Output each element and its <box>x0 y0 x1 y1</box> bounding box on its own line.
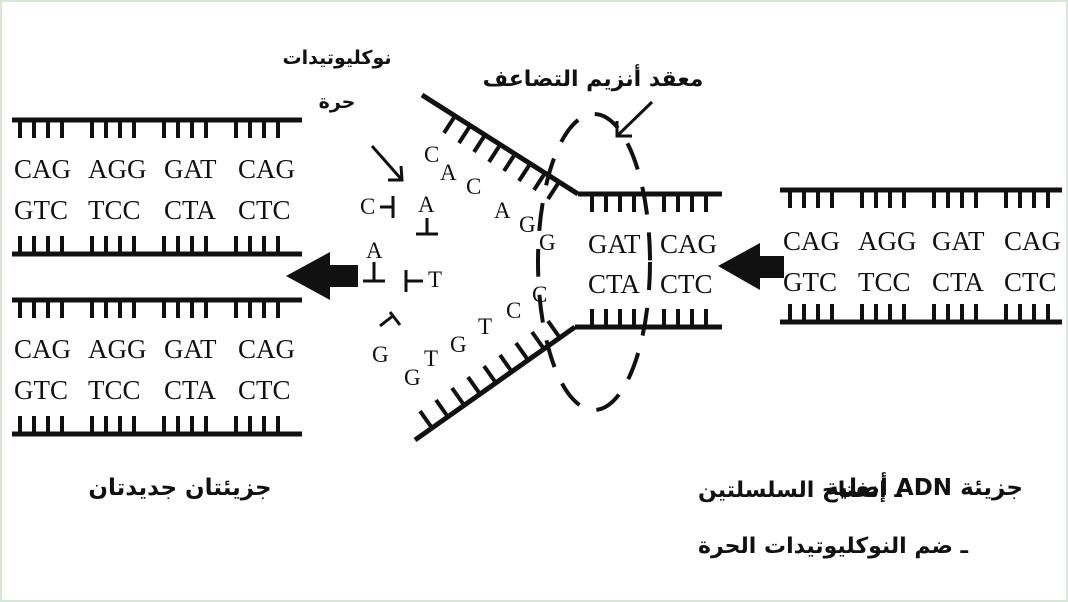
codon: GAT <box>164 334 217 364</box>
replication-fork: GAT CAG CTA CTC C A C A G G G G T G T C … <box>360 92 722 443</box>
step-opening-label: ـ إنفتاح السلسلتين <box>698 478 902 503</box>
original-dna-molecule: CAG AGG GAT CAG GTC TCC CTA CTC <box>780 187 1062 325</box>
base: A <box>494 198 511 223</box>
right-arrow-icon <box>718 243 784 290</box>
codon: CAG <box>14 334 71 364</box>
codon: CTC <box>1004 267 1057 297</box>
free-nucleotides-label: نوكليوتيدات <box>283 47 392 69</box>
codon: GTC <box>14 375 68 405</box>
codon: GTC <box>14 195 68 225</box>
original-molecule-label: جزيئة ADN أصلية <box>825 471 1023 501</box>
step-joining-label: ـ ضم النوكليوتيدات الحرة <box>698 534 969 559</box>
codon: AGG <box>858 226 917 256</box>
base: C <box>466 174 481 199</box>
free-nucleotides-label: حرة <box>319 91 356 113</box>
free-nucleotide: C <box>360 194 375 219</box>
free-nucleotide: T <box>428 267 442 292</box>
codon: CTA <box>932 267 984 297</box>
codon: GAT <box>588 229 641 259</box>
new-dna-molecule-1: CAG AGG GAT CAG GTC TCC CTA CTC <box>12 117 302 257</box>
base: G <box>450 332 467 357</box>
codon: TCC <box>88 375 141 405</box>
enzyme-complex-label: معقد أنزيم التضاعف <box>483 63 704 92</box>
codon: CAG <box>783 226 840 256</box>
base: G <box>539 230 556 255</box>
free-nucleotides-pointer-arrow-icon <box>370 145 404 182</box>
codon: CAG <box>660 229 717 259</box>
codon: TCC <box>88 195 141 225</box>
codon: GTC <box>783 267 837 297</box>
base: C <box>506 298 521 323</box>
base: C <box>424 142 439 167</box>
free-nucleotide: A <box>366 238 383 263</box>
enzyme-pointer-arrow-icon <box>615 100 654 138</box>
codon: CAG <box>238 334 295 364</box>
codon: GAT <box>932 226 985 256</box>
codon: CTC <box>238 195 291 225</box>
codon: CAG <box>14 154 71 184</box>
base: G <box>372 342 389 367</box>
base: T <box>424 346 438 371</box>
codon: AGG <box>88 154 147 184</box>
base: T <box>478 314 492 339</box>
base: G <box>519 212 536 237</box>
left-arrow-icon <box>286 252 358 300</box>
codon: CTC <box>660 269 713 299</box>
codon: CTA <box>164 195 216 225</box>
codon: TCC <box>858 267 911 297</box>
codon: GAT <box>164 154 217 184</box>
new-molecules-label: جزيئتان جديدتان <box>88 475 271 501</box>
codon: CTC <box>238 375 291 405</box>
enzyme-complex-outline <box>536 112 652 412</box>
codon: CTA <box>588 269 640 299</box>
free-nucleotide: A <box>418 192 435 217</box>
codon: CAG <box>1004 226 1061 256</box>
codon: CAG <box>238 154 295 184</box>
codon: AGG <box>88 334 147 364</box>
new-dna-molecule-2: CAG AGG GAT CAG GTC TCC CTA CTC <box>12 297 302 437</box>
base: C <box>532 282 547 307</box>
base: G <box>404 365 421 390</box>
codon: CTA <box>164 375 216 405</box>
base: A <box>440 160 457 185</box>
